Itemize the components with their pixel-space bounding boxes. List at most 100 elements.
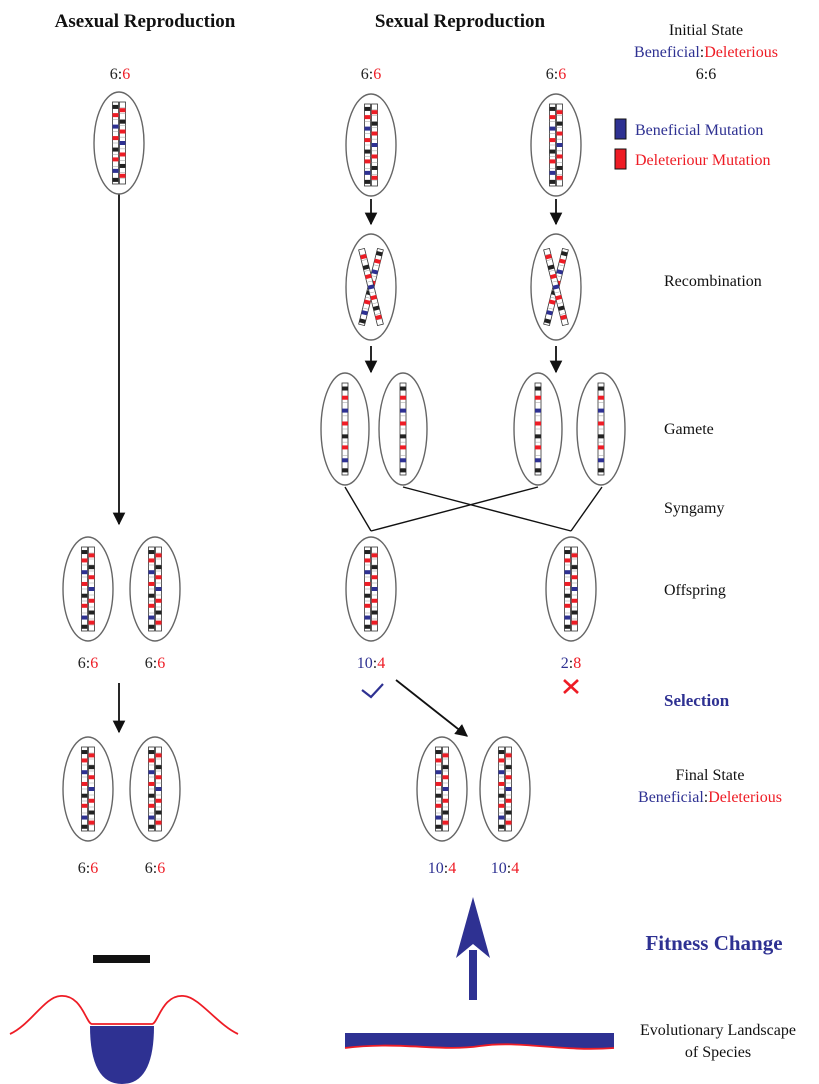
deleterious-mark xyxy=(364,159,371,164)
sexual-final-right xyxy=(479,736,531,842)
chromosome-b xyxy=(556,103,563,187)
cell-outline xyxy=(576,372,626,486)
beneficial-mark xyxy=(148,815,155,820)
chromosome-a xyxy=(364,103,371,187)
neutral-mark xyxy=(535,434,541,439)
deleterious-mark xyxy=(119,152,126,157)
deleterious-mark xyxy=(549,273,557,280)
neutral-mark xyxy=(342,386,348,391)
neutral-mark xyxy=(435,793,442,798)
ratio-labels: 6:6 6:6 6:6 6:6 6:6 10:4 2:8 6:6 6:6 10:… xyxy=(78,66,581,877)
deleterious-mark xyxy=(371,620,378,625)
neutral-mark xyxy=(155,565,162,570)
deleterious-mark xyxy=(535,445,541,450)
arrow-selection xyxy=(395,679,468,737)
deleterious-mark xyxy=(571,598,578,603)
deleterious-mark xyxy=(545,254,552,260)
final-deleterious-key: Deleterious xyxy=(708,789,782,806)
neutral-mark xyxy=(535,468,541,473)
beneficial-mark xyxy=(552,284,560,290)
beneficial-mark xyxy=(81,815,88,820)
syngamy-line-1 xyxy=(344,486,372,532)
chromosome-a xyxy=(112,101,119,185)
deleterious-mark xyxy=(148,558,155,563)
cell-outline xyxy=(320,372,370,486)
neutral-mark xyxy=(364,593,371,598)
deleterious-mark xyxy=(155,598,162,603)
chromosome xyxy=(399,382,407,476)
beneficial-mark xyxy=(81,615,88,620)
deleterious-mark xyxy=(556,110,563,115)
gamete-2 xyxy=(378,372,428,486)
beneficial-mark xyxy=(442,787,449,791)
neutral-mark xyxy=(88,765,95,770)
deleterious-mark xyxy=(88,775,95,780)
fitness-change-label: Fitness Change xyxy=(645,931,782,955)
neutral-mark xyxy=(148,750,155,755)
cell-outline xyxy=(129,536,181,642)
deleterious-key: Deleterious xyxy=(704,44,778,61)
neutral-mark xyxy=(498,824,505,829)
neutral-mark xyxy=(564,624,571,629)
deleterious-mark xyxy=(371,131,378,136)
offspring-left xyxy=(345,536,397,642)
neutral-mark xyxy=(359,318,366,324)
ratio-offspring-left: 10:4 xyxy=(357,655,385,672)
final-state-label: Final State xyxy=(676,767,745,784)
neutral-mark xyxy=(364,149,371,154)
deleterious-mark xyxy=(598,421,604,426)
deleterious-mark xyxy=(364,138,371,143)
check-mark-icon xyxy=(361,683,384,699)
neutral-mark xyxy=(148,624,155,629)
cell-sexual-initial-right xyxy=(530,93,582,197)
deleterious-swatch xyxy=(614,148,627,170)
beneficial-mark xyxy=(435,815,442,820)
neutral-mark xyxy=(364,624,371,629)
deleterious-mark xyxy=(598,395,604,400)
deleterious-mark xyxy=(564,558,571,563)
beneficial-mark xyxy=(371,269,379,275)
deleterious-mark xyxy=(435,758,442,763)
cell-asexual-initial xyxy=(93,91,145,195)
beneficial-mark xyxy=(119,141,126,145)
chromosome-a xyxy=(498,746,505,832)
neutral-mark xyxy=(598,468,604,473)
deleterious-mark xyxy=(498,803,505,808)
deleterious-mark xyxy=(81,803,88,808)
ratio-asexual-gen1-left: 6:6 xyxy=(78,655,98,672)
deleterious-mark xyxy=(81,558,88,563)
beneficial-mark xyxy=(364,615,371,620)
cell-outline xyxy=(62,736,114,842)
beneficial-mark xyxy=(498,770,505,775)
deleterious-mark xyxy=(88,575,95,580)
sexual-title: Sexual Reproduction xyxy=(375,11,546,32)
fitness-up-arrow-icon xyxy=(456,897,490,1000)
deleterious-mark xyxy=(564,603,571,608)
deleterious-mark xyxy=(342,421,348,426)
neutral-mark xyxy=(371,121,378,126)
cell-outline xyxy=(62,536,114,642)
deleterious-mark xyxy=(400,395,406,400)
deleterious-mark xyxy=(88,620,95,625)
deleterious-mark xyxy=(155,775,162,780)
deleterious-mark xyxy=(342,445,348,450)
neutral-mark xyxy=(119,163,126,168)
neutral-mark xyxy=(148,793,155,798)
neutral-mark xyxy=(557,305,565,311)
chromosome-a xyxy=(148,746,155,832)
ratio-sexual-initial-right: 6:6 xyxy=(546,66,566,83)
neutral-mark xyxy=(442,810,449,815)
deleterious-mark xyxy=(360,254,367,260)
deleterious-mark xyxy=(148,603,155,608)
beneficial-mark xyxy=(571,587,578,591)
deleterious-mark xyxy=(556,154,563,159)
deleterious-mark xyxy=(88,798,95,803)
neutral-mark xyxy=(571,610,578,615)
neutral-mark xyxy=(81,793,88,798)
deleterious-mark xyxy=(81,758,88,763)
chromosome-b xyxy=(505,746,512,832)
neutral-mark xyxy=(560,251,568,257)
ratio-sexual-final-left: 10:4 xyxy=(428,860,456,877)
deleterious-mark xyxy=(505,775,512,780)
